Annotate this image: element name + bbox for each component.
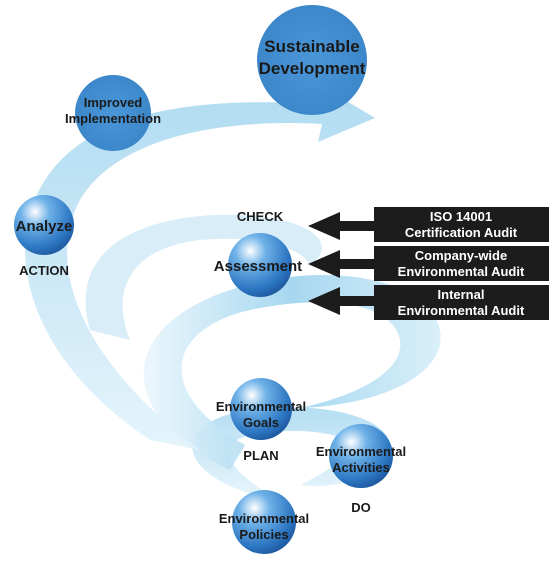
node-improved-implementation: Improved Implementation [65, 75, 161, 151]
arrow-internal [308, 287, 380, 315]
env-goals-line1: Environmental [216, 399, 306, 414]
env-policies-line1: Environmental [219, 511, 309, 526]
audit-company-line2: Environmental Audit [398, 264, 525, 279]
audit-internal-line1: Internal [438, 287, 485, 302]
phase-check: CHECK [237, 209, 284, 224]
audit-arrows [308, 212, 380, 315]
env-goals-line2: Goals [243, 415, 279, 430]
assessment-label: Assessment [214, 258, 302, 275]
env-policies-line2: Policies [239, 527, 288, 542]
audit-iso-line1: ISO 14001 [430, 209, 492, 224]
env-activities-line1: Environmental [316, 444, 406, 459]
node-sustainable-development: Sustainable Development [257, 5, 367, 115]
audit-company-line1: Company-wide [415, 248, 507, 263]
env-activities-line2: Activities [332, 460, 390, 475]
audit-box-internal: Internal Environmental Audit [374, 285, 549, 320]
sustainable-line1: Sustainable [264, 37, 359, 56]
analyze-label: Analyze [16, 218, 73, 235]
node-assessment: Assessment [214, 233, 302, 297]
phase-plan: PLAN [243, 448, 278, 463]
node-environmental-activities: Environmental Activities [316, 424, 406, 488]
improved-line1: Improved [84, 95, 143, 110]
sustainable-line2: Development [259, 59, 366, 78]
node-environmental-policies: Environmental Policies [219, 490, 309, 554]
audit-box-company: Company-wide Environmental Audit [374, 246, 549, 281]
audit-iso-line2: Certification Audit [405, 225, 518, 240]
node-environmental-goals: Environmental Goals [216, 378, 306, 440]
phase-do: DO [351, 500, 371, 515]
audit-box-iso: ISO 14001 Certification Audit [374, 207, 549, 242]
node-analyze: Analyze [14, 195, 74, 255]
arrow-company [308, 250, 380, 278]
arrow-iso [308, 212, 380, 240]
phase-action: ACTION [19, 263, 69, 278]
improved-line2: Implementation [65, 111, 161, 126]
audit-internal-line2: Environmental Audit [398, 303, 525, 318]
